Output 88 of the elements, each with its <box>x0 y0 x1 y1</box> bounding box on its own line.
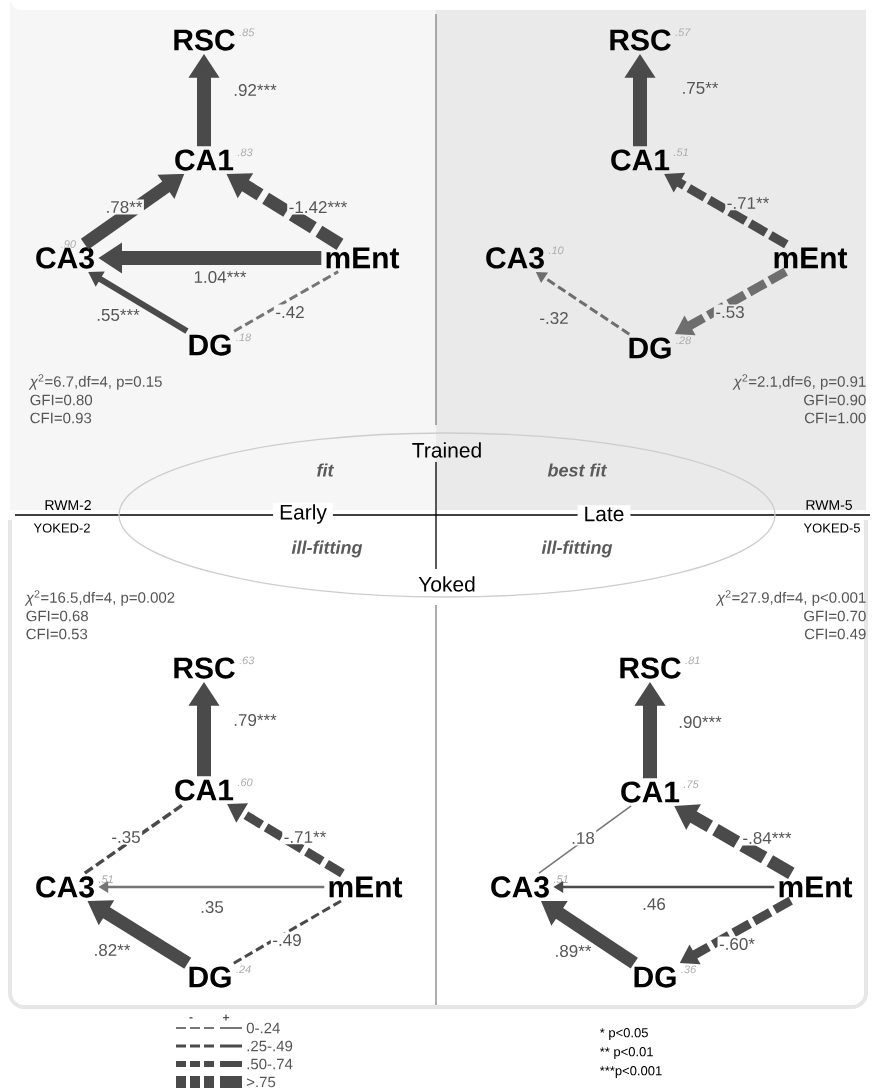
edge-label: 1.04*** <box>192 269 248 285</box>
r-squared-value: .57 <box>675 28 691 37</box>
connector-line <box>233 270 339 333</box>
node-label: RSC <box>620 657 681 679</box>
fit-statistics: CFI=1.00 <box>804 412 866 424</box>
legend-text: 0-.24 <box>246 1022 280 1034</box>
node-label: CA3 <box>36 247 94 269</box>
r-squared-value: .24 <box>236 965 251 974</box>
session-label: RWM-2 <box>45 500 91 510</box>
r-squared-value: .60 <box>237 778 253 787</box>
node-label: CA1 <box>621 781 680 803</box>
node-label: RSC <box>174 29 235 51</box>
edge-label: -.53 <box>713 304 747 320</box>
node-label: CA3 <box>491 876 549 898</box>
node-label: DG <box>629 337 671 359</box>
axis-label: Yoked <box>418 576 475 592</box>
node-label: mEnt <box>326 247 400 269</box>
r-squared-value: .63 <box>239 656 255 665</box>
edge-label: -.49 <box>270 932 304 948</box>
fit-statistics: GFI=0.90 <box>804 394 866 406</box>
node-label: DG <box>189 334 231 356</box>
legend-text: >.75 <box>246 1076 276 1088</box>
fit-statistics: χ$^{2}$=2.1,df=6, p=0.91 <box>732 374 866 390</box>
fit-rating: fit <box>317 463 335 477</box>
fit-statistics: χ$^{2}$=16.5,df=4, p=0.002 <box>24 590 175 606</box>
fit-statistics: χ$^{2}$=27.9,df=4, p<0.001 <box>715 590 866 606</box>
node-label: mEnt <box>779 876 853 898</box>
edge-label: -.84*** <box>740 830 794 846</box>
fit-statistics: GFI=0.70 <box>804 610 866 622</box>
fit-statistics: CFI=0.49 <box>804 628 866 640</box>
sign-symbol: + <box>223 1014 229 1021</box>
connector-line <box>83 802 186 875</box>
r-squared-value: .51 <box>673 148 688 157</box>
legend-text: .25-.49 <box>247 1040 293 1052</box>
edge-label: .18 <box>569 830 597 846</box>
edge-label: .82** <box>92 942 132 958</box>
session-label: RWM-5 <box>806 500 852 510</box>
fit-rating: ill-fitting <box>291 540 363 558</box>
axis-label: Early <box>273 502 333 526</box>
edge-label: -.35 <box>109 829 143 845</box>
r-squared-value: .36 <box>681 965 697 974</box>
fit-rating: best fit <box>547 463 608 477</box>
fit-statistics: GFI=0.80 <box>30 394 93 406</box>
significance-note: ***p<0.001 <box>599 1066 662 1078</box>
node-label: mEnt <box>329 876 403 898</box>
edge-label: .46 <box>640 896 668 912</box>
r-squared-value: .18 <box>236 333 252 342</box>
r-squared-value: .28 <box>676 336 692 345</box>
node-label: CA1 <box>611 149 670 171</box>
node-label: CA1 <box>175 779 234 801</box>
connector-line <box>233 899 343 965</box>
fit-statistics: CFI=0.53 <box>26 628 88 640</box>
r-squared-value: .81 <box>685 656 700 665</box>
edge-label: .35 <box>198 899 226 915</box>
session-label: YOKED-2 <box>33 523 90 533</box>
r-squared-value: .83 <box>237 148 253 157</box>
fit-statistics: χ$^{2}$=6.7,df=4, p=0.15 <box>28 374 162 390</box>
sign-symbol: - <box>189 1017 193 1019</box>
node-label: DG <box>634 966 676 988</box>
edge-label: -.60* <box>717 936 757 952</box>
session-label: YOKED-5 <box>803 523 860 533</box>
edge-label: .90*** <box>676 714 724 730</box>
r-squared-value: .10 <box>548 246 564 255</box>
r-squared-value: .51 <box>553 875 568 884</box>
fit-statistics: CFI=0.93 <box>30 412 92 424</box>
node-label: CA3 <box>486 247 544 269</box>
significance-note: ** p<0.01 <box>599 1047 653 1059</box>
significance-note: * p<0.05 <box>599 1028 648 1040</box>
r-squared-value: .51 <box>98 875 113 884</box>
r-squared-value: .90 <box>61 240 76 248</box>
r-squared-value: .75 <box>683 780 699 789</box>
edge-label: .79*** <box>231 712 279 728</box>
node-label: DG <box>189 966 231 988</box>
node-label: RSC <box>610 29 671 51</box>
node-label: CA1 <box>175 149 234 171</box>
node-label: mEnt <box>774 247 848 269</box>
legend-text: .50-.74 <box>247 1058 293 1070</box>
edge-label: .92*** <box>231 82 279 98</box>
edge-label: .78** <box>104 199 144 215</box>
r-squared-value: .85 <box>239 28 255 37</box>
node-label: RSC <box>174 657 235 679</box>
node-label: CA3 <box>36 876 94 898</box>
edge-label: .89** <box>553 943 593 959</box>
edge-label: -.32 <box>537 310 571 326</box>
fit-statistics: GFI=0.68 <box>26 610 88 622</box>
fit-rating: ill-fitting <box>541 540 613 558</box>
axis-label: Late <box>577 505 631 523</box>
axis-label: Trained <box>412 442 481 458</box>
